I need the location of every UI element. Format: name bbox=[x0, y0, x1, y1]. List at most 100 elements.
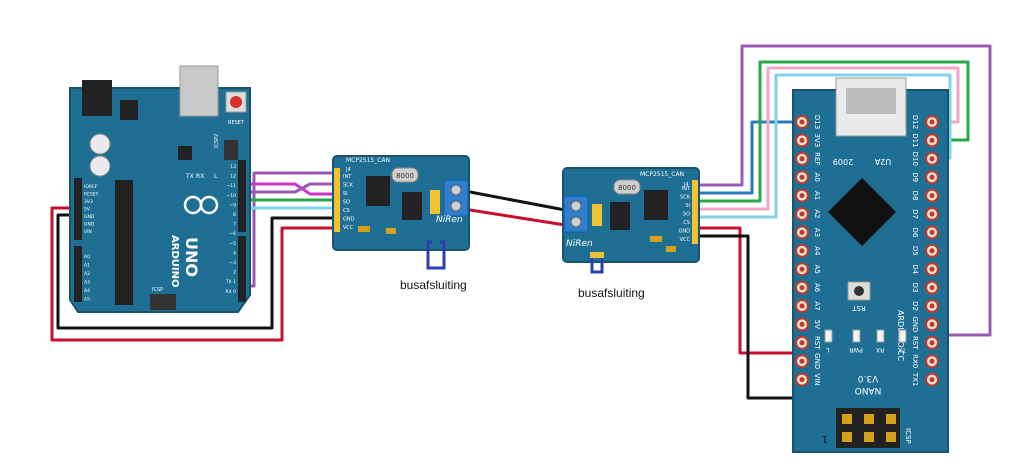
nano-pin-center bbox=[799, 340, 805, 346]
nano-pin-center bbox=[929, 321, 935, 327]
nano-pin-center bbox=[799, 377, 805, 383]
can1-capacitor bbox=[386, 228, 396, 234]
can1-header-label: J4 bbox=[345, 167, 351, 173]
can2-pin-label: VCC bbox=[680, 237, 691, 243]
nano-ic-label: U2A bbox=[874, 157, 891, 166]
nano-pin-label: D2 bbox=[911, 301, 919, 311]
nano-led-label: RX bbox=[876, 346, 884, 353]
nano-pin-label: A6 bbox=[813, 283, 821, 293]
analog-pin-label: A2 bbox=[84, 271, 90, 277]
nano-pin1-label: 1 bbox=[822, 433, 828, 444]
nano-led bbox=[898, 329, 907, 343]
power-pin-label: GND bbox=[84, 214, 95, 220]
nano-pin-center bbox=[929, 211, 935, 217]
digital-header-low bbox=[238, 236, 246, 302]
can1-tja1050-chip bbox=[402, 192, 422, 220]
nano-pin-label: REF bbox=[813, 152, 821, 165]
digital-pin-label: ~5 bbox=[229, 241, 236, 247]
can1-pin-label: SI bbox=[343, 191, 348, 197]
power-pin-label: GND bbox=[84, 222, 95, 228]
can1-pin-header bbox=[334, 168, 340, 232]
can1-pin-label: INT bbox=[343, 174, 352, 180]
nano-pin-center bbox=[799, 193, 805, 199]
nano-pin-label: A7 bbox=[813, 301, 821, 310]
nano-pin-label: A1 bbox=[813, 191, 821, 200]
nano-pin-center bbox=[929, 340, 935, 346]
can1-pin-label: GND bbox=[343, 217, 355, 223]
nano-pin-center bbox=[799, 285, 805, 291]
can2-title: MCP2515_CAN bbox=[640, 171, 684, 178]
nano-pin-label: D9 bbox=[911, 172, 919, 182]
nano-pin-label: D6 bbox=[911, 227, 919, 237]
can1-pin-label: VCC bbox=[343, 225, 354, 231]
nano-pin-center bbox=[929, 193, 935, 199]
can2-capacitor bbox=[650, 236, 662, 242]
digital-header-high bbox=[238, 160, 246, 232]
can2-tja1050-chip bbox=[610, 202, 630, 230]
can2-pin-label: SCK bbox=[680, 195, 691, 201]
nano-pin-center bbox=[929, 377, 935, 383]
nano-pin-center bbox=[799, 358, 805, 364]
analog-pin-label: A5 bbox=[84, 297, 90, 303]
can1-termination-jumper[interactable] bbox=[430, 190, 440, 214]
arduino-infinity-logo bbox=[183, 195, 219, 215]
can1-pin-label: SCK bbox=[343, 183, 354, 189]
nano-pin-label: D5 bbox=[911, 246, 919, 256]
icsp-header bbox=[150, 294, 176, 310]
can1-bus-jumper-wire[interactable] bbox=[426, 240, 446, 270]
nano-pin-label: RX0 bbox=[911, 354, 919, 368]
nano-led bbox=[852, 329, 861, 343]
nano-year-label: 2009 bbox=[833, 157, 853, 166]
can2-termination-jumper[interactable] bbox=[592, 204, 602, 226]
capacitor bbox=[89, 155, 111, 177]
wire-gnd-uno-can1 bbox=[56, 213, 336, 330]
nano-pin-label: D13 bbox=[813, 115, 821, 129]
nano-pin-center bbox=[799, 119, 805, 125]
can2-mcp2515-chip bbox=[644, 190, 668, 220]
digital-pin-label: ~6 bbox=[229, 231, 236, 237]
power-header bbox=[74, 178, 82, 240]
can2-pin-label: INT bbox=[682, 186, 691, 192]
can2-pin-label: SI bbox=[685, 203, 690, 209]
nano-pin-center bbox=[799, 211, 805, 217]
rx-label: RX bbox=[196, 173, 204, 180]
digital-pin-label: RX 0 bbox=[225, 289, 236, 295]
wire-can-l bbox=[468, 208, 567, 227]
can2-brand: NiRen bbox=[566, 239, 593, 249]
l-label: L bbox=[214, 173, 218, 180]
digital-pin-label: 2 bbox=[233, 270, 236, 276]
usb-port bbox=[179, 65, 219, 117]
wire-so-uno-can1 bbox=[244, 182, 336, 194]
can1-crystal bbox=[391, 167, 419, 183]
can1-capacitor bbox=[358, 226, 370, 232]
can2-bus-jumper[interactable] bbox=[590, 256, 604, 274]
nano-icsp-label: ICSP bbox=[904, 428, 912, 444]
uno-brand: ARDUINO bbox=[169, 235, 180, 287]
analog-header bbox=[74, 246, 82, 302]
can2-bus-jumper-header bbox=[590, 252, 604, 258]
can2-capacitor bbox=[666, 246, 676, 252]
can1-pin-label: SO bbox=[343, 200, 350, 206]
can2-pin-label: GND bbox=[679, 229, 691, 235]
can2-crystal-label: 8000 bbox=[618, 184, 636, 192]
wire-so-can2-nano bbox=[698, 66, 960, 211]
nano-pin-center bbox=[799, 156, 805, 162]
nano-version: V3.0 bbox=[857, 373, 878, 383]
nano-rst-label: RST bbox=[851, 304, 865, 312]
nano-pin-label: A4 bbox=[813, 246, 821, 256]
nano-pin-label: D10 bbox=[911, 152, 919, 166]
wire-int-can2-nano bbox=[698, 44, 992, 337]
regulator bbox=[120, 100, 138, 120]
nano-pin-center bbox=[929, 248, 935, 254]
power-jack bbox=[82, 80, 112, 116]
nano-pin-label: TX1 bbox=[911, 372, 919, 387]
nano-pin-center bbox=[929, 156, 935, 162]
can1-title: MCP2515_CAN bbox=[346, 157, 390, 164]
uno-model: UNO bbox=[182, 237, 201, 277]
power-pin-label: RESET bbox=[84, 192, 99, 198]
